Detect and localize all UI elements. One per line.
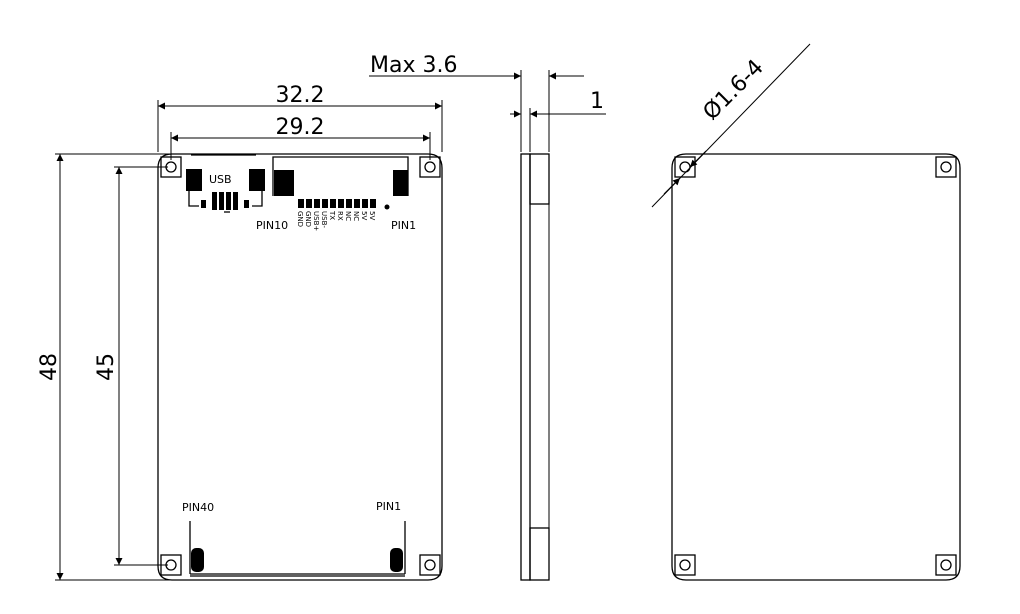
bottom-pin-right-label: PIN1 (376, 500, 401, 513)
pin-name-label: USB+ (312, 211, 320, 231)
back-mounting-hole-bottom-right (935, 554, 957, 576)
bottom-connector (189, 521, 406, 577)
pin-name-label: RX (336, 211, 344, 221)
dimension-label-hole-diameter: Ø1.6-4 (699, 55, 769, 125)
front-view: USB GND GND USB+ USB- TX RX NC (37, 83, 443, 581)
dimension-label-1: 1 (590, 89, 604, 114)
dimension-board-thickness: 1 (510, 89, 606, 152)
back-mounting-hole-top-left (674, 156, 696, 178)
mounting-hole-bottom-right (419, 554, 441, 576)
pin-name-label: GND (304, 211, 312, 227)
pin-name-label: 5V (368, 211, 376, 220)
dimension-width-32-2: 32.2 (157, 83, 443, 152)
usb-footprint: USB (186, 169, 265, 213)
pin-name-label: NC (344, 211, 352, 221)
back-view: Ø1.6-4 (651, 43, 961, 581)
dimension-width-29-2: 29.2 (170, 115, 431, 160)
bottom-pin-left-label: PIN40 (182, 501, 214, 514)
side-bottom-component (529, 527, 550, 581)
side-top-component (529, 153, 550, 205)
pin-name-label: TX (328, 210, 336, 220)
connector-pad-right (393, 170, 408, 196)
side-board-thickness (520, 153, 531, 581)
dimension-hole-diameter: Ø1.6-4 (651, 43, 811, 208)
pin-name-label: USB- (320, 211, 328, 228)
dimension-height-48: 48 (37, 153, 170, 581)
dimension-height-45: 45 (94, 166, 168, 566)
dimension-label-max-3-6: Max 3.6 (370, 53, 457, 78)
dimension-max-thickness: Max 3.6 (369, 53, 584, 152)
dimension-label-29-2: 29.2 (276, 115, 325, 140)
back-mounting-hole-top-right (935, 156, 957, 178)
back-mounting-hole-bottom-left (674, 554, 696, 576)
back-board-outline (671, 153, 961, 581)
pin-name-label: GND (296, 211, 304, 227)
dimension-label-48: 48 (37, 353, 62, 381)
top-pin-right-label: PIN1 (391, 219, 416, 232)
side-view: Max 3.6 1 (369, 53, 606, 581)
pin-pads-row (298, 199, 390, 210)
pin-name-label: 5V (360, 211, 368, 220)
pin-name-labels: GND GND USB+ USB- TX RX NC NC 5V 5V (296, 210, 376, 231)
connector-pad-left (274, 170, 294, 196)
dimension-label-45: 45 (94, 353, 119, 381)
usb-label: USB (209, 173, 232, 186)
top-pin-left-label: PIN10 (256, 219, 288, 232)
pin-name-label: NC (352, 211, 360, 221)
dimension-label-32-2: 32.2 (276, 83, 325, 108)
